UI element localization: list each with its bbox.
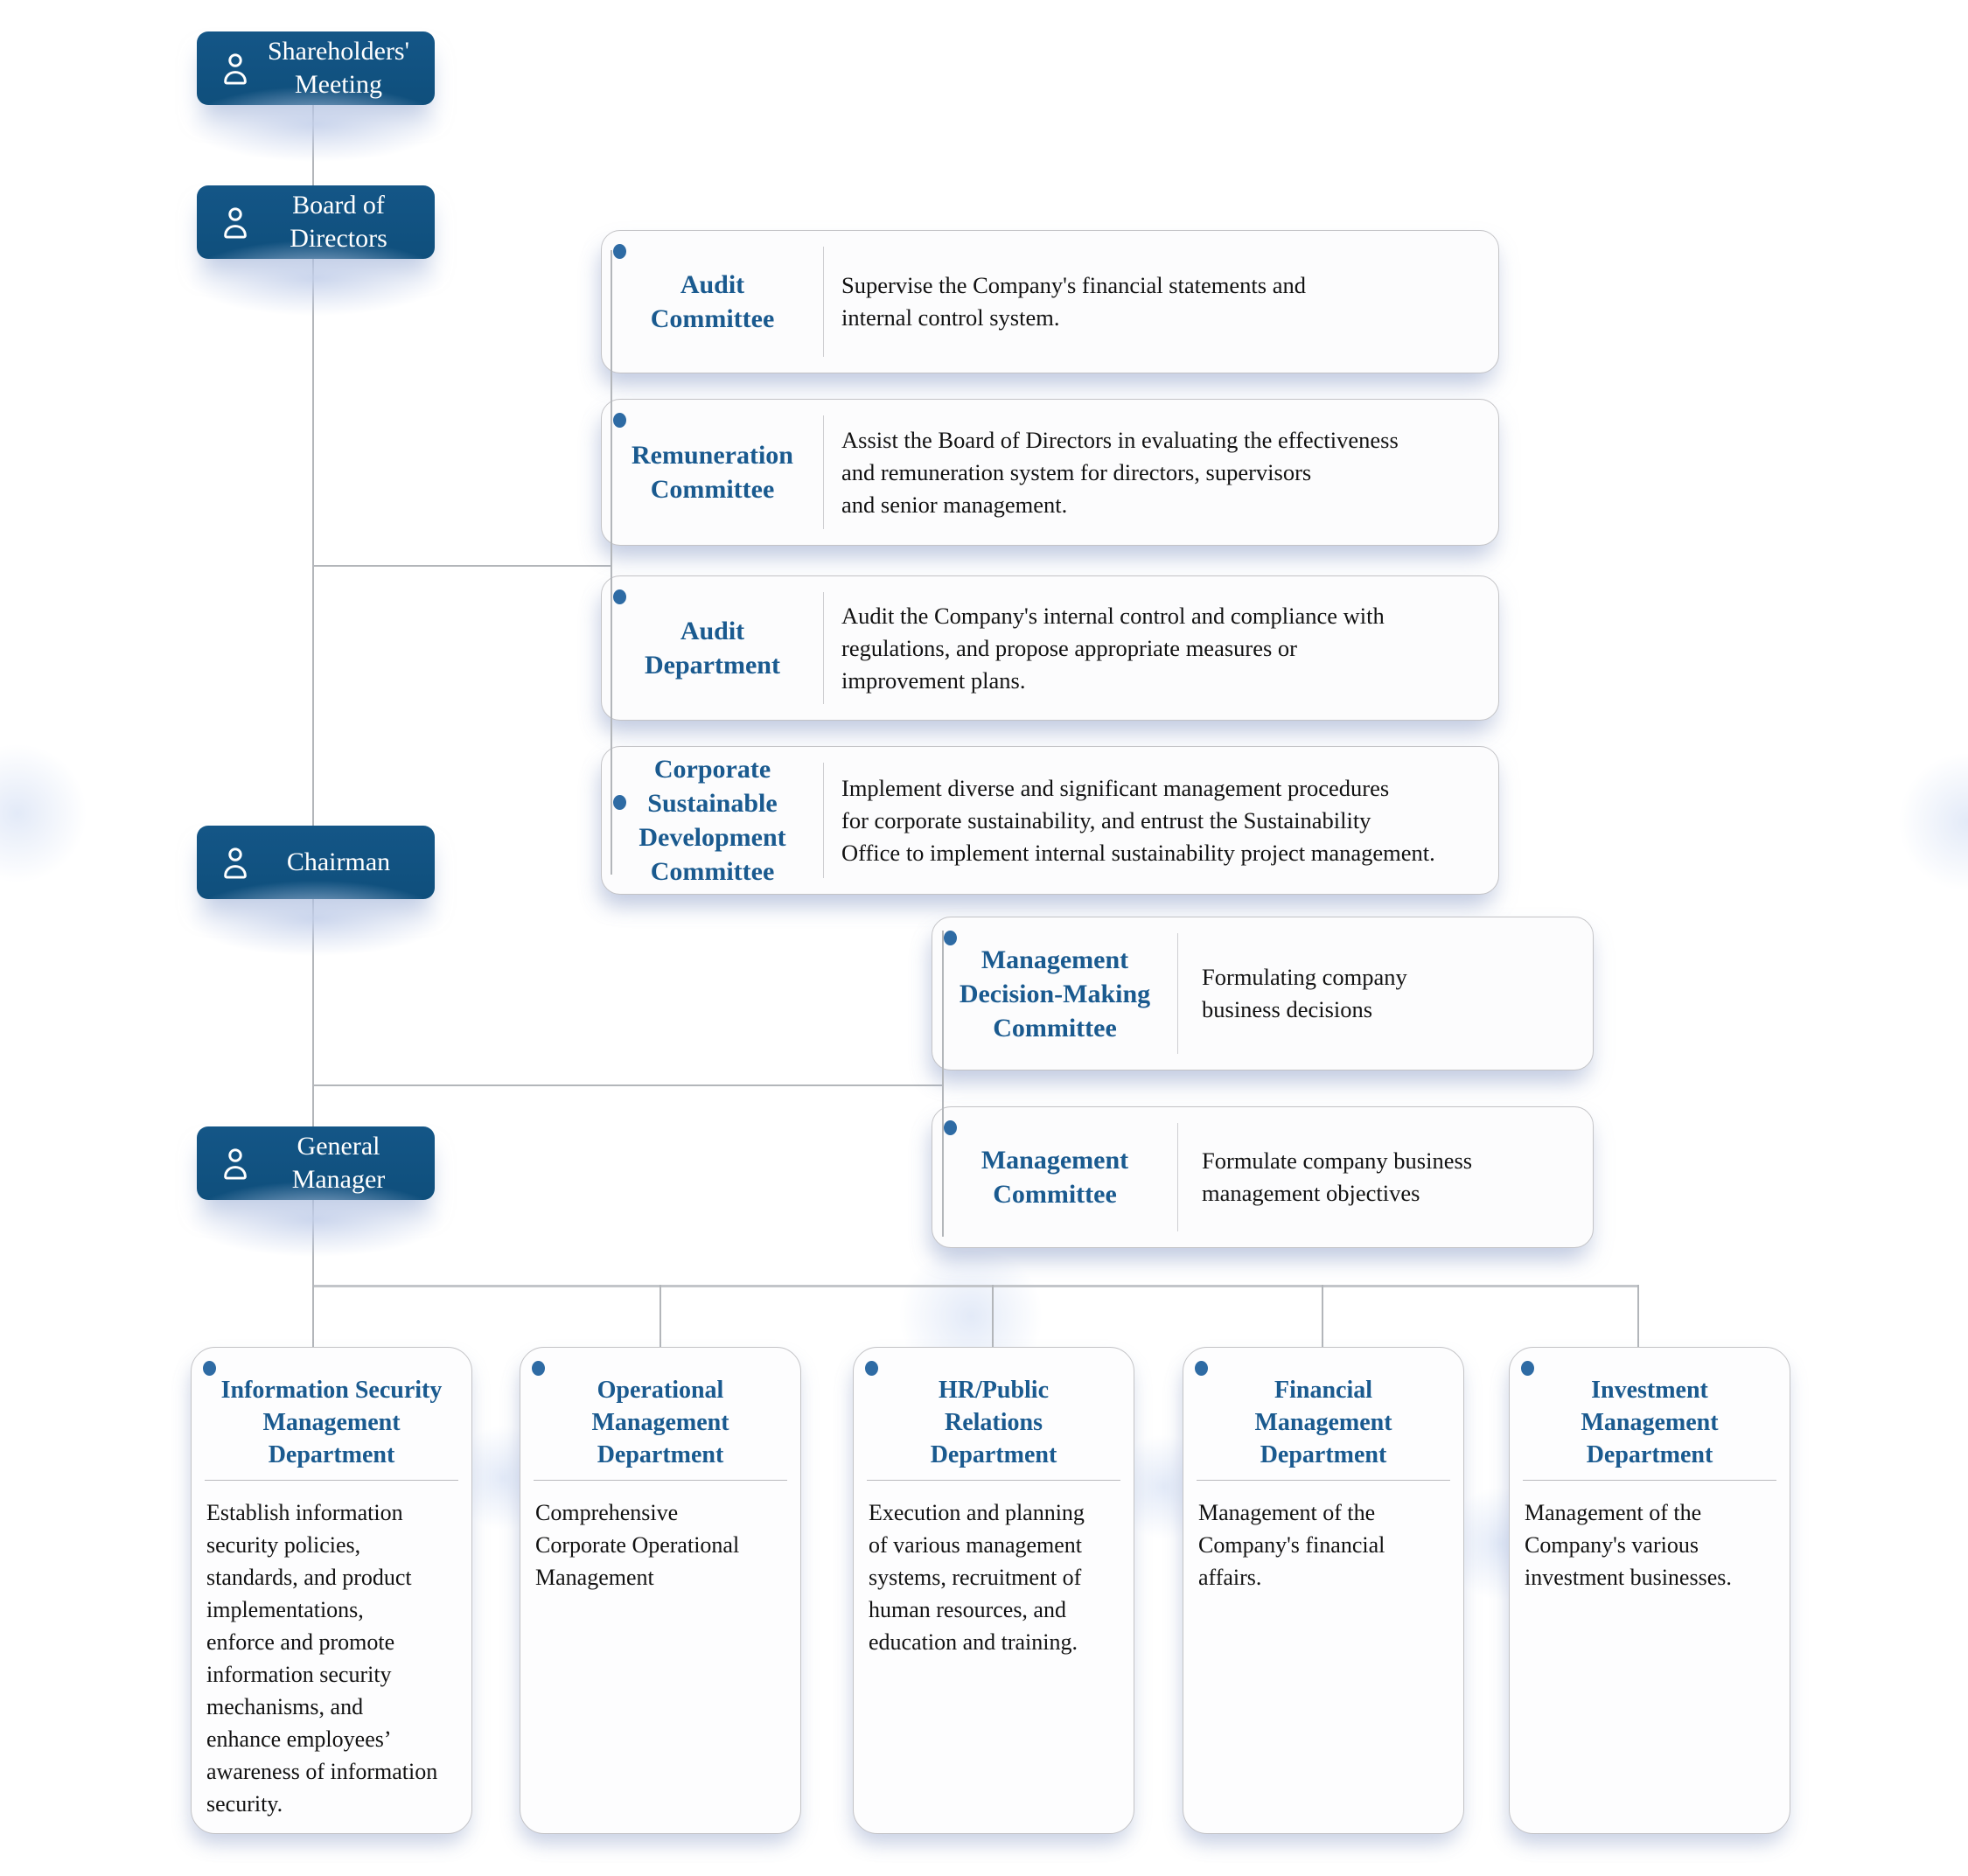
person-icon bbox=[224, 207, 247, 239]
department-description: Management of the Company's various inve… bbox=[1525, 1500, 1732, 1590]
card-management-decision-making-committee: Management Decision-Making Committee For… bbox=[932, 917, 1594, 1071]
bullet-dot-icon bbox=[1521, 1361, 1534, 1376]
bullet-dot-icon bbox=[613, 413, 626, 428]
org-box-chairman: Chairman bbox=[136, 826, 496, 971]
divider bbox=[205, 1480, 458, 1481]
org-box-label: Chairman bbox=[286, 847, 391, 876]
divider bbox=[867, 1480, 1120, 1481]
card-remuneration-committee: Remuneration Committee Assist the Board … bbox=[601, 399, 1499, 546]
person-icon bbox=[224, 1148, 247, 1180]
committee-title: Management Committee bbox=[981, 1146, 1129, 1209]
department-title: Information Security Management Departme… bbox=[220, 1377, 443, 1468]
connector-line bbox=[312, 1285, 1639, 1287]
divider bbox=[1177, 1123, 1178, 1231]
connector-line bbox=[312, 565, 611, 567]
bullet-dot-icon bbox=[532, 1361, 545, 1376]
department-description: Establish information security policies,… bbox=[206, 1500, 438, 1817]
card-audit-committee: Audit Committee Supervise the Company's … bbox=[601, 230, 1499, 373]
connector-line bbox=[312, 1084, 943, 1086]
committee-description: Supervise the Company's financial statem… bbox=[841, 272, 1306, 331]
connector-line bbox=[611, 250, 612, 875]
committee-description: Audit the Company's internal control and… bbox=[841, 602, 1385, 694]
divider bbox=[823, 592, 824, 704]
department-description: Comprehensive Corporate Operational Mana… bbox=[535, 1500, 740, 1590]
department-description: Execution and planning of various manage… bbox=[869, 1500, 1085, 1655]
org-box-label: Shareholders' Meeting bbox=[267, 37, 410, 99]
card-corporate-sustainable-development-committee: Corporate Sustainable Development Commit… bbox=[601, 746, 1499, 895]
bullet-dot-icon bbox=[944, 1120, 957, 1135]
card-information-security-management-department: Information Security Management Departme… bbox=[191, 1347, 472, 1834]
department-title: Financial Management Department bbox=[1254, 1377, 1392, 1468]
connector-line bbox=[312, 259, 314, 826]
committee-description: Formulating company business decisions bbox=[1202, 964, 1407, 1022]
committee-title: Corporate Sustainable Development Commit… bbox=[639, 755, 786, 886]
divider bbox=[1523, 1480, 1776, 1481]
bullet-dot-icon bbox=[613, 795, 626, 810]
org-box-board-of-directors: Board of Directors bbox=[136, 185, 496, 331]
person-icon bbox=[224, 53, 247, 85]
card-audit-department: Audit Department Audit the Company's int… bbox=[601, 575, 1499, 721]
bullet-dot-icon bbox=[1195, 1361, 1208, 1376]
org-box-label: General Manager bbox=[291, 1132, 386, 1194]
bullet-dot-icon bbox=[944, 931, 957, 945]
card-investment-management-department: Investment Management Department Managem… bbox=[1509, 1347, 1790, 1834]
committee-description: Assist the Board of Directors in evaluat… bbox=[841, 426, 1399, 518]
committee-title: Audit Department bbox=[645, 617, 780, 680]
org-box-shareholders-meeting: Shareholders' Meeting bbox=[136, 31, 496, 177]
bullet-dot-icon bbox=[203, 1361, 216, 1376]
connector-line bbox=[312, 1285, 314, 1347]
connector-line bbox=[1322, 1285, 1323, 1347]
bullet-dot-icon bbox=[613, 244, 626, 259]
divider bbox=[1177, 933, 1178, 1054]
committee-description: Formulate company business management ob… bbox=[1202, 1147, 1473, 1206]
background-glow bbox=[1898, 752, 1968, 892]
connector-line bbox=[1637, 1285, 1639, 1347]
connector-line bbox=[659, 1285, 661, 1347]
person-icon bbox=[224, 847, 247, 879]
divider bbox=[534, 1480, 787, 1481]
bullet-dot-icon bbox=[613, 589, 626, 604]
bullet-dot-icon bbox=[865, 1361, 878, 1376]
connector-line bbox=[942, 931, 944, 1237]
divider bbox=[823, 415, 824, 529]
connector-line bbox=[312, 899, 314, 1126]
card-hr-public-relations-department: HR/Public Relations Department Execution… bbox=[853, 1347, 1134, 1834]
committee-title: Remuneration Committee bbox=[632, 441, 793, 504]
divider bbox=[823, 763, 824, 878]
department-title: HR/Public Relations Department bbox=[930, 1377, 1057, 1468]
card-operational-management-department: Operational Management Department Compre… bbox=[520, 1347, 801, 1834]
divider bbox=[1197, 1480, 1450, 1481]
committee-title: Management Decision-Making Committee bbox=[959, 945, 1151, 1043]
department-title: Investment Management Department bbox=[1581, 1377, 1719, 1468]
committee-title: Audit Committee bbox=[650, 270, 775, 333]
org-box-general-manager: General Manager bbox=[136, 1126, 496, 1272]
org-box-label: Board of Directors bbox=[290, 191, 387, 253]
card-financial-management-department: Financial Management Department Manageme… bbox=[1183, 1347, 1464, 1834]
department-description: Management of the Company's financial af… bbox=[1198, 1500, 1385, 1590]
department-title: Operational Management Department bbox=[591, 1377, 729, 1468]
card-management-committee: Management Committee Formulate company b… bbox=[932, 1106, 1594, 1248]
connector-line bbox=[992, 1285, 994, 1347]
divider bbox=[823, 247, 824, 357]
background-glow bbox=[0, 743, 87, 883]
committee-description: Implement diverse and significant manage… bbox=[841, 774, 1435, 866]
